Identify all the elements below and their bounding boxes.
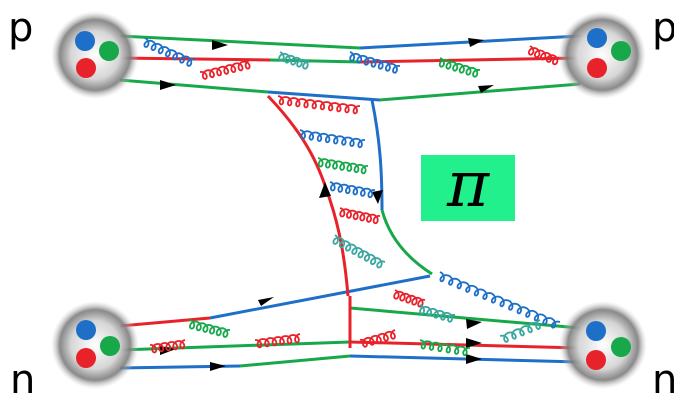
neutron-outgoing <box>559 301 647 389</box>
arrow-marker <box>478 85 494 93</box>
proton-outgoing <box>558 11 646 99</box>
pion-symbol: π <box>446 148 490 222</box>
quark-blue <box>587 28 607 48</box>
gluon-spring <box>317 157 368 175</box>
arrow-marker <box>210 362 226 371</box>
arrow-marker <box>319 182 331 198</box>
quark-blue <box>586 321 606 341</box>
gluon-spring <box>349 51 401 74</box>
gluon-spring <box>439 271 561 329</box>
quark-green <box>611 337 631 357</box>
neutron-label-outgoing: n <box>652 357 674 403</box>
gluon-spring <box>299 129 365 149</box>
pion-symbol-box: π <box>421 148 515 222</box>
gluon-spring <box>277 95 361 115</box>
gluon-spring <box>254 333 301 349</box>
quark-green <box>99 41 119 61</box>
arrow-marker <box>372 190 383 204</box>
proton-label-outgoing: p <box>652 5 674 51</box>
gluon-spring <box>143 37 196 67</box>
nucleon-halo <box>558 11 646 99</box>
quark-red <box>76 348 96 368</box>
quark-red <box>587 58 607 78</box>
nucleon-halo <box>559 301 647 389</box>
proton-arrows <box>160 38 494 93</box>
pion-red-quark-line <box>266 94 350 297</box>
proton-mid-line-green <box>269 58 361 64</box>
gluon-spring <box>278 51 311 70</box>
proton-mid-line-red <box>119 56 271 62</box>
arrow-marker <box>258 297 274 306</box>
proton-bottom-line-blue <box>267 90 381 102</box>
neutron-label-incoming: n <box>10 357 36 403</box>
neutron-bottom-line-blue2 <box>349 354 581 364</box>
arrow-marker <box>466 338 482 348</box>
gluon-spring <box>527 45 561 66</box>
arrow-marker <box>212 40 228 50</box>
gluon-spring <box>393 289 426 308</box>
proton-quark-lines <box>119 34 581 102</box>
gluon-spring <box>359 329 396 348</box>
gluon-spring <box>150 339 186 354</box>
proton-label-incoming: p <box>8 5 34 51</box>
nucleon-halo <box>51 11 139 99</box>
proton-incoming <box>51 11 139 99</box>
neutron-bottom-line-green <box>239 354 351 368</box>
pion-blue-quark-line <box>370 99 384 211</box>
gluon-spring <box>419 339 470 357</box>
neutron-mid-line-green <box>119 340 351 352</box>
gluon-spring <box>499 319 541 343</box>
quark-blue <box>75 31 95 51</box>
pion-arrows <box>319 182 383 204</box>
gluon-springs <box>143 37 561 357</box>
quark-red <box>76 58 96 78</box>
neutron-mid-line-green2 <box>349 306 581 330</box>
gluon-spring <box>329 181 375 199</box>
gluon-spring <box>438 57 481 78</box>
gluon-spring <box>189 319 231 338</box>
nucleon-halo <box>51 301 139 389</box>
neutron-incoming <box>51 301 139 389</box>
arrow-marker <box>468 38 484 47</box>
neutron-top-line-blue <box>209 274 431 320</box>
proton-bottom-line-green <box>379 82 581 102</box>
arrow-marker <box>466 354 482 364</box>
arrow-marker <box>160 80 176 90</box>
gluon-spring <box>199 59 251 80</box>
quark-red <box>586 350 606 370</box>
gluon-spring <box>339 207 381 225</box>
pion-quark-pair <box>266 94 433 297</box>
neutron-top-line-red <box>119 316 211 328</box>
neutron-mid-line-red <box>349 340 581 350</box>
gluon-spring <box>419 304 456 323</box>
arrow-marker <box>466 319 482 329</box>
proton-top-line-green <box>119 34 361 50</box>
quark-blue <box>76 320 96 340</box>
quark-green <box>611 41 631 61</box>
gluon-spring <box>332 234 386 269</box>
quark-green <box>100 336 120 356</box>
pion-green-quark-line <box>380 209 433 276</box>
proton-bottom-line-red <box>119 78 269 94</box>
neutron-quark-lines <box>119 274 581 370</box>
